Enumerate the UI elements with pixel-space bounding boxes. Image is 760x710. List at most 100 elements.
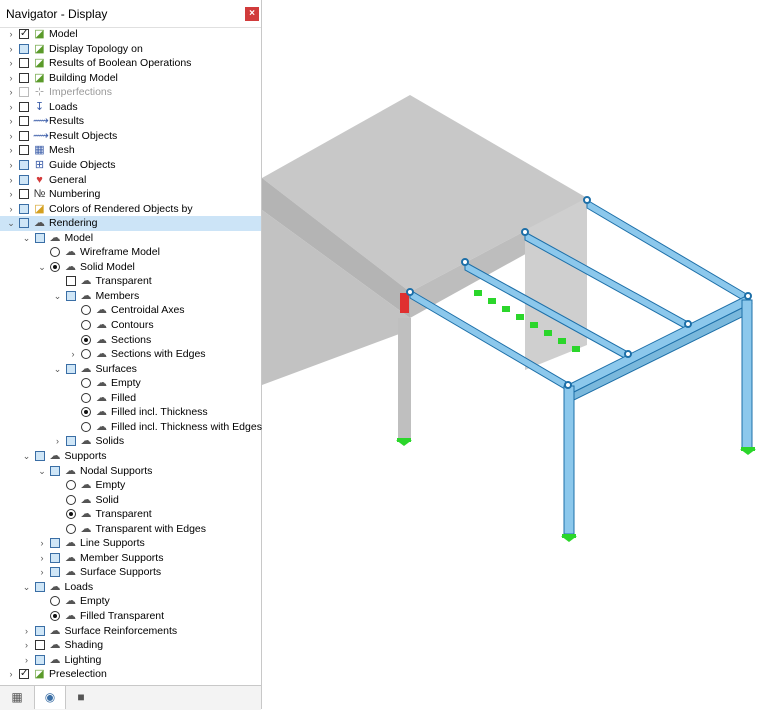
tree-item[interactable]: ›⟿Result Objects [0,129,261,144]
tree-item[interactable]: ☁Transparent with Edges [0,522,261,537]
radio-button[interactable] [81,320,91,330]
chevron-right-icon[interactable]: › [9,116,13,127]
chevron-down-icon[interactable]: ⌄ [38,465,46,476]
radio-button[interactable] [65,523,76,534]
checkbox[interactable] [19,130,29,141]
tree-item[interactable]: ›☁Sections with Edges [0,347,261,362]
checkbox[interactable] [65,363,76,374]
chevron-right-icon[interactable]: › [9,189,13,200]
tree-item[interactable]: ›⊹Imperfections [0,85,261,100]
tree-item[interactable]: ›◪Colors of Rendered Objects by [0,202,261,217]
checkbox[interactable] [34,640,45,651]
radio-button[interactable] [50,596,60,607]
radio-button[interactable] [81,334,91,345]
tree-item[interactable]: ›▦Mesh [0,143,261,158]
chevron-right-icon[interactable]: › [9,203,13,214]
radio-button[interactable] [50,611,60,621]
radio-button[interactable] [50,261,60,272]
tree-item[interactable]: ⌄☁Surfaces [0,362,261,377]
radio-button[interactable] [65,509,76,520]
chevron-right-icon[interactable]: › [9,87,13,98]
chevron-right-icon[interactable]: › [9,29,13,39]
chevron-right-icon[interactable]: › [9,159,13,170]
tree-item[interactable]: ⌄☁Supports [0,449,261,464]
tree-item[interactable]: ›◪Display Topology on [0,42,261,57]
tree-item[interactable]: ☁Transparent [0,507,261,522]
tree-item[interactable]: ›☁Lighting [0,653,261,668]
tree-item[interactable]: ›⊞Guide Objects [0,158,261,173]
checkbox[interactable] [19,116,29,127]
tree-item[interactable]: ☁Empty [0,478,261,493]
checkbox[interactable] [34,625,45,636]
tree-item[interactable]: ›◪Model [0,27,261,42]
tree-item[interactable]: ›☁Surface Supports [0,565,261,580]
close-button[interactable]: × [245,7,259,21]
checkbox[interactable] [50,538,60,549]
tree-item[interactable]: ☁Contours [0,318,261,333]
chevron-right-icon[interactable]: › [9,72,13,83]
tree-item[interactable]: ☁Centroidal Axes [0,303,261,318]
data-tab[interactable]: ▦ [2,686,32,709]
radio-button[interactable] [81,392,91,403]
radio-button[interactable] [50,247,60,258]
tree-item[interactable]: ☁Empty [0,376,261,391]
chevron-down-icon[interactable]: ⌄ [22,450,31,461]
checkbox[interactable] [65,436,76,447]
tree-item[interactable]: ☁Transparent [0,274,261,289]
checkbox[interactable] [34,232,45,243]
tree-item[interactable]: ☁Filled incl. Thickness with Edges [0,420,262,435]
tree-item[interactable]: ›☁Member Supports [0,551,261,566]
chevron-right-icon[interactable]: › [56,436,59,447]
checkbox[interactable] [19,667,29,682]
chevron-right-icon[interactable]: › [9,58,13,69]
tree-item[interactable]: ›↧Loads [0,100,261,115]
tree-item[interactable]: ›◪Results of Boolean Operations [0,56,261,71]
tree-item[interactable]: ›⟿Results [0,114,261,129]
checkbox[interactable] [19,27,29,42]
display-tab[interactable]: ◉ [34,686,66,709]
checkbox[interactable] [19,174,29,185]
checkbox[interactable] [19,72,29,83]
checkbox[interactable] [19,87,29,98]
checkbox[interactable] [19,145,29,156]
tree-item[interactable]: ☁Filled incl. Thickness [0,405,261,420]
chevron-right-icon[interactable]: › [9,174,13,185]
chevron-right-icon[interactable]: › [25,654,28,665]
tree-item[interactable]: ›◪Preselection [0,667,261,682]
chevron-down-icon[interactable]: ⌄ [7,218,15,229]
checkbox[interactable] [19,218,29,229]
tree-item[interactable]: ☁Solid [0,493,261,508]
checkbox[interactable] [19,101,29,112]
radio-button[interactable] [81,349,91,360]
radio-button[interactable] [65,494,76,505]
chevron-right-icon[interactable]: › [40,567,44,578]
checkbox[interactable] [19,58,29,69]
tree-item[interactable]: ›♥General [0,173,261,188]
tree-item[interactable]: ›☁Shading [0,638,261,653]
checkbox[interactable] [50,465,60,476]
views-tab[interactable]: ■ [66,686,96,709]
radio-button[interactable] [65,480,76,491]
chevron-right-icon[interactable]: › [9,669,13,680]
chevron-right-icon[interactable]: › [71,349,75,360]
tree-item[interactable]: ›☁Line Supports [0,536,261,551]
checkbox[interactable] [34,581,45,592]
chevron-down-icon[interactable]: ⌄ [38,261,46,272]
tree-item[interactable]: ☁Filled [0,391,261,406]
checkbox[interactable] [65,276,76,287]
chevron-down-icon[interactable]: ⌄ [53,363,62,374]
checkbox[interactable] [19,203,29,214]
chevron-right-icon[interactable]: › [40,552,44,563]
chevron-right-icon[interactable]: › [9,130,13,141]
tree-item[interactable]: ⌄☁Rendering [0,216,261,231]
chevron-down-icon[interactable]: ⌄ [53,290,62,301]
tree-item[interactable]: ☁Filled Transparent [0,609,261,624]
tree-item[interactable]: ›☁Solids [0,434,261,449]
radio-button[interactable] [81,378,91,389]
chevron-right-icon[interactable]: › [25,625,28,636]
tree-item[interactable]: ⌄☁Loads [0,580,261,595]
checkbox[interactable] [65,290,76,301]
radio-button[interactable] [81,305,91,316]
checkbox[interactable] [19,159,29,170]
